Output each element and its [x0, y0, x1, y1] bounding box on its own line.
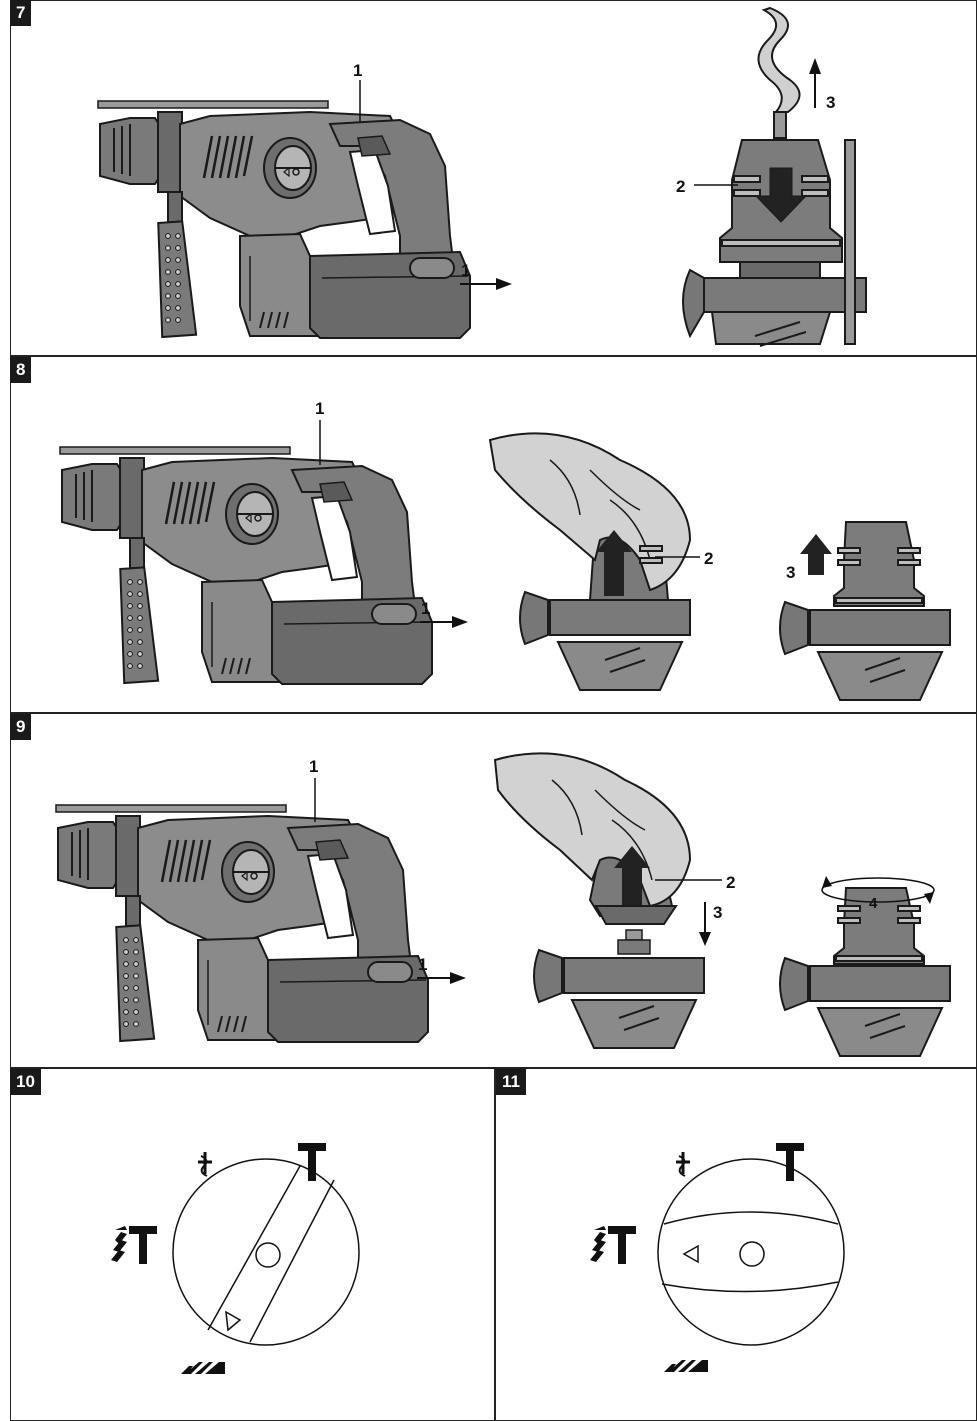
callout-7-1-top: 1	[353, 61, 362, 80]
figure-7-drill	[96, 99, 472, 340]
callout-8-2: 2	[704, 549, 713, 568]
figure-number-7: 7	[10, 0, 32, 26]
callout-9-2: 2	[726, 873, 735, 892]
figure-9-chuck-detail	[779, 876, 951, 1057]
figure-number-8: 8	[10, 357, 32, 383]
figure-9-hand-chuck	[493, 752, 705, 1049]
figure-number-9: 9	[10, 714, 32, 740]
hammer-drill-mode-icon	[590, 1226, 636, 1264]
figure-number-10: 10	[10, 1069, 41, 1095]
callout-9-1-top: 1	[309, 757, 318, 776]
callout-9-1-arrow: 1	[418, 955, 427, 974]
figure-9-drill	[54, 803, 430, 1044]
figure-8-hand-chuck	[488, 432, 692, 691]
callout-9-4: 4	[869, 895, 878, 912]
figure-8-chuck-detail	[779, 521, 951, 701]
callout-8-1-top: 1	[315, 399, 324, 418]
figure-number-11: 11	[496, 1069, 526, 1095]
callout-7-3: 3	[826, 93, 835, 112]
figure-7-chuck-detail	[682, 6, 867, 347]
callout-7-2: 2	[676, 177, 685, 196]
figure-8-drill	[58, 445, 434, 686]
callout-7-1-arrow: 1	[461, 261, 470, 280]
chisel-adjust-icon	[181, 1360, 225, 1380]
callout-8-3: 3	[786, 563, 795, 582]
drill-mode-icon	[196, 1150, 214, 1178]
drill-mode-icon	[674, 1150, 692, 1178]
chisel-adjust-icon	[664, 1358, 708, 1378]
figure-11-selector-dial	[657, 1158, 845, 1346]
hammer-drill-mode-icon	[111, 1226, 157, 1264]
callout-8-1-arrow: 1	[421, 599, 430, 618]
figure-10-selector-dial	[172, 1158, 360, 1346]
callout-9-3: 3	[713, 903, 722, 922]
